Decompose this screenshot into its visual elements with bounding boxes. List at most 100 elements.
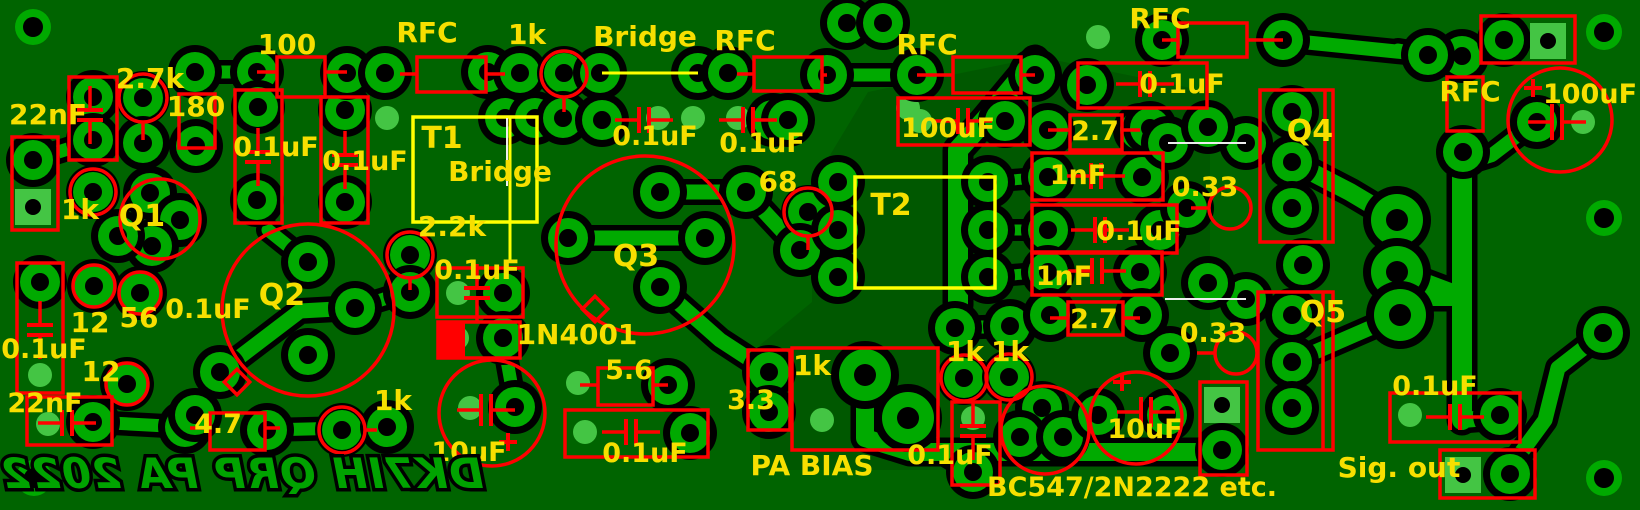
pad-hole bbox=[838, 14, 856, 32]
orientation-diamond bbox=[579, 293, 611, 325]
pad-hole bbox=[964, 463, 982, 481]
pad-unplated-dot bbox=[810, 408, 834, 432]
pad-hole bbox=[1386, 209, 1408, 231]
pad-unplated-dot bbox=[573, 420, 597, 444]
pad-hole bbox=[299, 346, 317, 364]
component-label: 1nF bbox=[1050, 160, 1106, 191]
component-outline-rect bbox=[319, 95, 370, 225]
component-outline-rect bbox=[1438, 448, 1537, 500]
pad-hole bbox=[378, 418, 396, 436]
component-label: 1k bbox=[793, 349, 832, 382]
component-label: RFC bbox=[1439, 75, 1500, 108]
pad-hole bbox=[1453, 47, 1471, 65]
pad-hole bbox=[1000, 368, 1018, 386]
component-label: 0.33 bbox=[1172, 172, 1239, 203]
pad-hole bbox=[346, 299, 364, 317]
component-outline-rect bbox=[1030, 151, 1165, 202]
component-outline-circle bbox=[118, 177, 202, 261]
pad-hole bbox=[897, 407, 919, 429]
pad-hole bbox=[593, 111, 611, 129]
pad-unplated-dot bbox=[28, 363, 52, 387]
component-label: T1 bbox=[421, 121, 462, 156]
component-outline-circle bbox=[68, 167, 118, 217]
pad-unplated-dot bbox=[896, 96, 920, 120]
pad-hole bbox=[555, 64, 573, 82]
pad-hole bbox=[559, 229, 577, 247]
component-outline-rect bbox=[1030, 250, 1164, 297]
pad-hole bbox=[299, 253, 317, 271]
pad-hole bbox=[651, 278, 669, 296]
pad-hole bbox=[979, 268, 997, 286]
component-outline-circle bbox=[104, 361, 150, 407]
pad-hole bbox=[1283, 199, 1301, 217]
pad-hole bbox=[854, 364, 876, 386]
pad-hole bbox=[874, 14, 892, 32]
pad-hole bbox=[511, 64, 529, 82]
component-label: 0.1uF bbox=[322, 146, 408, 177]
component-outline-circle bbox=[437, 358, 547, 468]
pad-hole bbox=[1455, 467, 1471, 483]
component-label: 180 bbox=[167, 90, 225, 123]
pad-hole bbox=[186, 406, 204, 424]
component-label: 1k bbox=[374, 384, 413, 417]
component-label: Bridge bbox=[593, 20, 697, 53]
pad-hole bbox=[494, 284, 512, 302]
pad-hole bbox=[554, 109, 572, 127]
pad-hole bbox=[118, 375, 136, 393]
component-outline-rect bbox=[790, 346, 940, 452]
component-label: 68 bbox=[759, 165, 798, 198]
component-label: 12 bbox=[82, 355, 121, 388]
pad-hole bbox=[1039, 168, 1057, 186]
component-label: PA BIAS bbox=[751, 449, 874, 482]
component-label: BC547/2N2222 etc. bbox=[987, 472, 1277, 503]
component-label: Q4 bbox=[1287, 114, 1333, 149]
diode-band-fill bbox=[438, 323, 465, 357]
pad-hole bbox=[696, 229, 714, 247]
component-label: 100uF bbox=[1543, 79, 1637, 110]
pad-hole bbox=[1161, 344, 1179, 362]
pad-unplated-dot bbox=[375, 106, 399, 130]
pad-hole bbox=[1594, 324, 1612, 342]
component-label: 0.1uF bbox=[1096, 216, 1182, 247]
component-outline-rect bbox=[563, 408, 710, 459]
pad-hole bbox=[946, 319, 964, 337]
pad-hole bbox=[401, 246, 419, 264]
component-label: RFC bbox=[1129, 2, 1190, 35]
component-label: 5.6 bbox=[605, 355, 653, 386]
pad-hole bbox=[955, 369, 973, 387]
component-label: RFC bbox=[396, 16, 457, 49]
pad-hole bbox=[1213, 441, 1231, 459]
pad-hole bbox=[336, 193, 354, 211]
pad-hole bbox=[131, 284, 149, 302]
component-outline-rect bbox=[896, 96, 1032, 147]
pad-hole bbox=[719, 64, 737, 82]
component-label: 0.1uF bbox=[612, 121, 698, 152]
pad-hole bbox=[31, 273, 49, 291]
pad-hole bbox=[1041, 306, 1059, 324]
component-label: 1k bbox=[946, 335, 985, 368]
component-label: 4.7 bbox=[194, 409, 242, 440]
mounting-hole bbox=[24, 468, 44, 488]
mounting-hole bbox=[1594, 22, 1614, 42]
component-outline-rect bbox=[1076, 61, 1209, 110]
pad-hole bbox=[1033, 399, 1051, 417]
pad-hole bbox=[171, 211, 189, 229]
component-outline-rect bbox=[25, 395, 114, 447]
component-label: T2 bbox=[870, 188, 911, 223]
pad-hole bbox=[651, 183, 669, 201]
component-label: 0.1uF bbox=[434, 255, 520, 286]
pad-hole bbox=[1294, 256, 1312, 274]
pad-hole bbox=[25, 199, 41, 215]
component-outline-rect bbox=[950, 400, 1002, 487]
component-outline-rect bbox=[1198, 380, 1249, 477]
component-label: 10uF bbox=[1107, 414, 1182, 445]
component-outline-layer bbox=[10, 14, 1614, 500]
pad-hole bbox=[996, 112, 1014, 130]
pad-hole bbox=[84, 131, 102, 149]
component-label: 0.1uF bbox=[602, 438, 688, 469]
mounting-hole bbox=[23, 17, 43, 37]
pad-hole bbox=[779, 111, 797, 129]
pad-unplated-dot bbox=[566, 371, 590, 395]
component-outline-rect bbox=[1479, 14, 1577, 65]
